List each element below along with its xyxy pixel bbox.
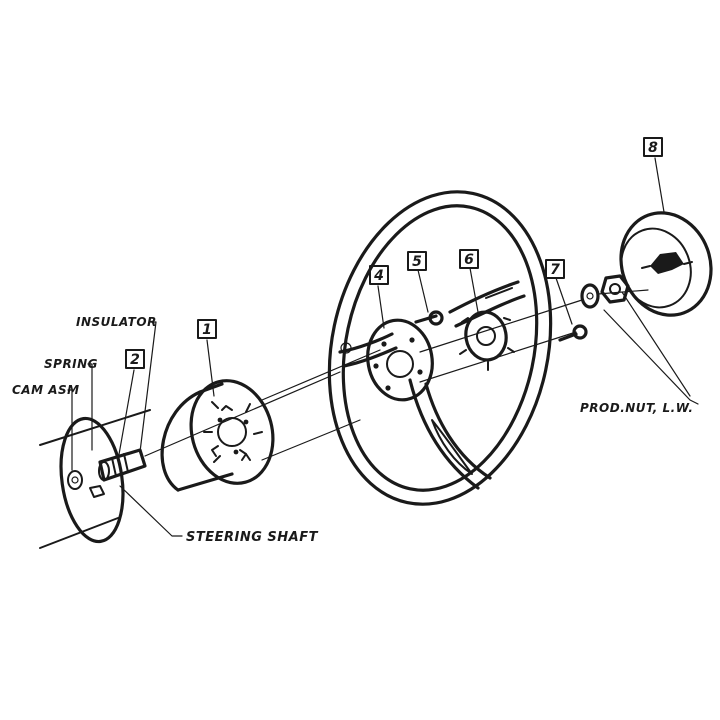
hub-spacer [160,379,275,492]
leader-line [555,277,573,325]
lock-washer [580,283,600,309]
callout-2: 2 [125,349,145,369]
leader-line [377,285,385,329]
steering-shaft-axis [144,371,341,457]
leader-line [206,339,215,397]
leader-line [417,269,429,313]
callout-8: 8 [643,137,663,157]
leader-line [119,485,183,537]
callout-8-number: 8 [648,140,658,156]
leader-line [117,369,135,461]
label-cam-asm: CAM ASM [12,383,80,397]
callout-2-number: 2 [130,352,140,368]
leader-line [603,309,699,405]
callout-1: 1 [197,319,217,339]
leader-line [654,157,665,213]
insulator-sleeve [89,448,147,498]
guide-line [419,331,577,383]
label-prod-nut: PROD.NUT, L.W. [580,401,694,415]
guide-line [597,289,649,295]
leader-line [67,389,73,471]
label-steering-shaft: STEERING SHAFT [186,530,319,545]
callout-6-number: 6 [464,252,474,268]
guide-line [261,349,381,401]
callout-4: 4 [369,265,389,285]
label-spring: SPRING [44,357,98,371]
leader-line [621,291,691,397]
callout-4-number: 4 [373,268,384,284]
horn-button [619,211,713,317]
steering-wheel [327,190,553,506]
callout-6: 6 [459,249,479,269]
leader-line [469,267,479,313]
callout-5: 5 [407,251,427,271]
guide-line [419,299,583,353]
hex-nut [600,274,630,304]
mounting-screw [414,310,444,326]
horn-screw [558,324,588,342]
label-insulator: INSULATOR [76,315,157,329]
callout-7-number: 7 [550,262,560,278]
leader-line [87,363,93,451]
callout-1-number: 1 [202,322,212,338]
column-base [39,409,151,549]
callout-7: 7 [545,259,565,279]
leader-line [139,321,157,453]
guide-line [261,419,361,461]
callout-5-number: 5 [412,254,422,270]
